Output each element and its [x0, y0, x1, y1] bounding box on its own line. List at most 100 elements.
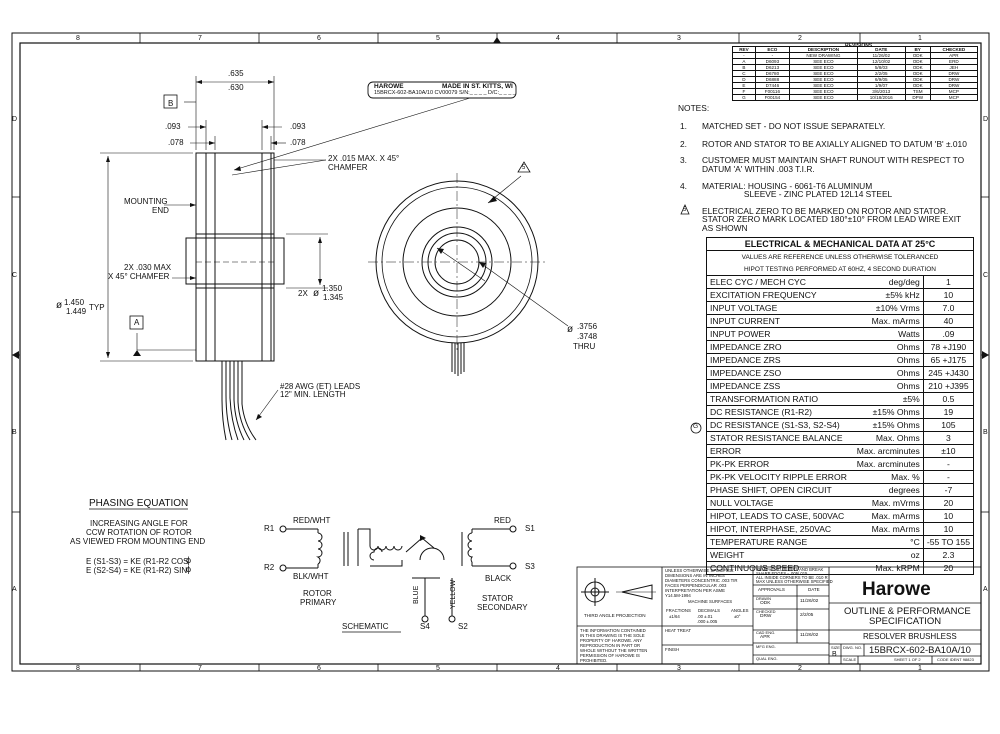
bore-3748: .3748 — [577, 332, 598, 341]
edata-unit: Max. mVrms — [852, 496, 924, 510]
edata-unit: Max. mArms — [852, 522, 924, 536]
zone-bottom-2: 2 — [798, 665, 802, 672]
tb-code: CODE IDENT 98823 — [937, 657, 974, 662]
mounting-end-line1: MOUNTING — [124, 197, 168, 206]
flag-g: G — [693, 423, 699, 430]
edata-unit: Watts — [852, 327, 924, 341]
edata-value: 245 +J430 — [922, 366, 975, 380]
edata-unit: Ohms — [852, 340, 924, 354]
dia-1350: 1.350 — [322, 284, 343, 293]
edata-unit: degrees — [852, 483, 924, 497]
revision-row-cell: G — [732, 94, 756, 101]
edata-value: - — [922, 470, 975, 484]
note-3-num: 3. — [680, 155, 687, 165]
schem-s3: S3 — [525, 562, 535, 571]
note-3-line2: DATUM 'A' WITHIN .003 T.I.R. — [702, 164, 815, 174]
tb-drawn: DRAWN — [756, 596, 771, 601]
tb-tol-5: INTERPRETATION PER ASME — [665, 588, 726, 593]
revision-row-cell: SEE ECO — [788, 94, 858, 101]
edata-value: 20 — [922, 561, 975, 575]
edata-value: 105 — [922, 418, 975, 432]
datum-b-box — [163, 94, 178, 109]
zone-top-1: 1 — [918, 35, 922, 42]
note-2-text: ROTOR AND STATOR TO BE AXIALLY ALIGNED T… — [702, 139, 967, 149]
tb-dec-val1: .00 ±.01 — [697, 614, 713, 619]
edata-unit: Max. mArms — [852, 509, 924, 523]
edata-unit: Max. kRPM — [852, 561, 924, 575]
third-angle-projection-icon — [581, 578, 656, 606]
edata-unit: Max. mArms — [852, 314, 924, 328]
zone-left-a: A — [12, 586, 17, 593]
note-1-num: 1. — [680, 121, 687, 131]
note-4-line2: SLEEVE - ZINC PLATED 12L14 STEEL — [702, 189, 893, 199]
tb-cad-date: 11/26/02 — [800, 633, 819, 638]
zone-bottom-3: 3 — [677, 665, 681, 672]
dia-1345: 1.345 — [323, 293, 344, 302]
dim-635: .635 — [228, 69, 244, 78]
edata-param: NULL VOLTAGE — [705, 496, 853, 510]
edata-unit: Max. arcminutes — [852, 457, 924, 471]
phasing-line1: INCREASING ANGLE FOR — [90, 519, 188, 528]
edata-row: TRANSFORMATION RATIO±5%0.5 — [705, 392, 975, 406]
zone-right-b: B — [983, 429, 988, 436]
label-plate-part-line: 15BRCX-602-BA10A/10 CV00079 S/N:_ _ _ _ … — [374, 90, 516, 96]
edata-value: 20 — [922, 496, 975, 510]
edata-param: STATOR RESISTANCE BALANCE — [705, 431, 853, 445]
tb-cad-by: APR — [760, 635, 770, 640]
tb-heat-treat: HEAT TREAT — [665, 628, 691, 633]
bore-3756: .3756 — [577, 322, 598, 331]
tb-machine-surfaces: MACHINE SURFACES — [688, 599, 733, 604]
note-5-line1: ELECTRICAL ZERO TO BE MARKED ON ROTOR AN… — [702, 206, 949, 216]
edata-unit: Ohms — [852, 366, 924, 380]
schem-r1: R1 — [264, 524, 275, 533]
tb-break-4: MAX UNLESS OTHERWISE SPECIFIED — [756, 579, 833, 584]
outer-border — [11, 32, 990, 672]
dim-078-left: .078 — [168, 138, 184, 147]
leads-line1: #28 AWG (ET) LEADS — [280, 382, 361, 391]
zone-top-6: 6 — [317, 35, 321, 42]
tb-fractions: FRACTIONS — [666, 608, 691, 613]
edata-value: 210 +J395 — [922, 379, 975, 393]
label-plate-company: HAROWE — [374, 83, 404, 90]
zone-bottom-4: 4 — [556, 665, 560, 672]
note-3-line1: CUSTOMER MUST MAINTAIN SHAFT RUNOUT WITH… — [702, 155, 965, 165]
tb-angles: ANGLES — [731, 608, 749, 613]
schem-s1: S1 — [525, 524, 535, 533]
edata-unit: Max. % — [852, 470, 924, 484]
schem-blue: BLUE — [413, 585, 420, 604]
tb-finish: FINISH — [665, 647, 680, 652]
tb-checked-by: DRW — [760, 614, 772, 619]
zone-top-7: 7 — [198, 35, 202, 42]
edata-subtitle-2: HIPOT TESTING PERFORMED AT 60HZ, 4 SECON… — [706, 263, 974, 276]
edata-param: WEIGHT — [705, 548, 853, 562]
label-plate-origin: MADE IN ST. KITTS, WI — [442, 83, 513, 90]
edata-value: 78 +J190 — [922, 340, 975, 354]
schem-rotor: ROTOR — [303, 589, 332, 598]
tb-mfg-eng: MFG ENG. — [756, 644, 776, 649]
schem-secondary: SECONDARY — [477, 603, 528, 612]
schem-s4: S4 — [420, 622, 430, 631]
edata-param: PK-PK VELOCITY RIPPLE ERROR — [705, 470, 853, 484]
phi-symbol-2: ϕ — [186, 564, 192, 574]
dim-093-right: .093 — [290, 122, 306, 131]
tb-prop-7: PROHIBITED. — [580, 658, 608, 663]
dim-093-left: .093 — [165, 122, 181, 131]
phi-symbol-1: ϕ — [186, 555, 192, 565]
tb-title-line1: OUTLINE & PERFORMANCE — [844, 606, 971, 617]
dim-630: .630 — [228, 83, 244, 92]
edata-param: HIPOT, INTERPHASE, 250VAC — [705, 522, 853, 536]
flag-5-front: 5 — [522, 165, 526, 171]
diameter-symbol-bore: ø — [567, 324, 574, 335]
edata-unit: deg/deg — [852, 275, 924, 289]
schem-blk-wht: BLK/WHT — [293, 572, 329, 581]
edata-unit: ±10% Vrms — [852, 301, 924, 315]
tb-size: B — [832, 651, 837, 658]
